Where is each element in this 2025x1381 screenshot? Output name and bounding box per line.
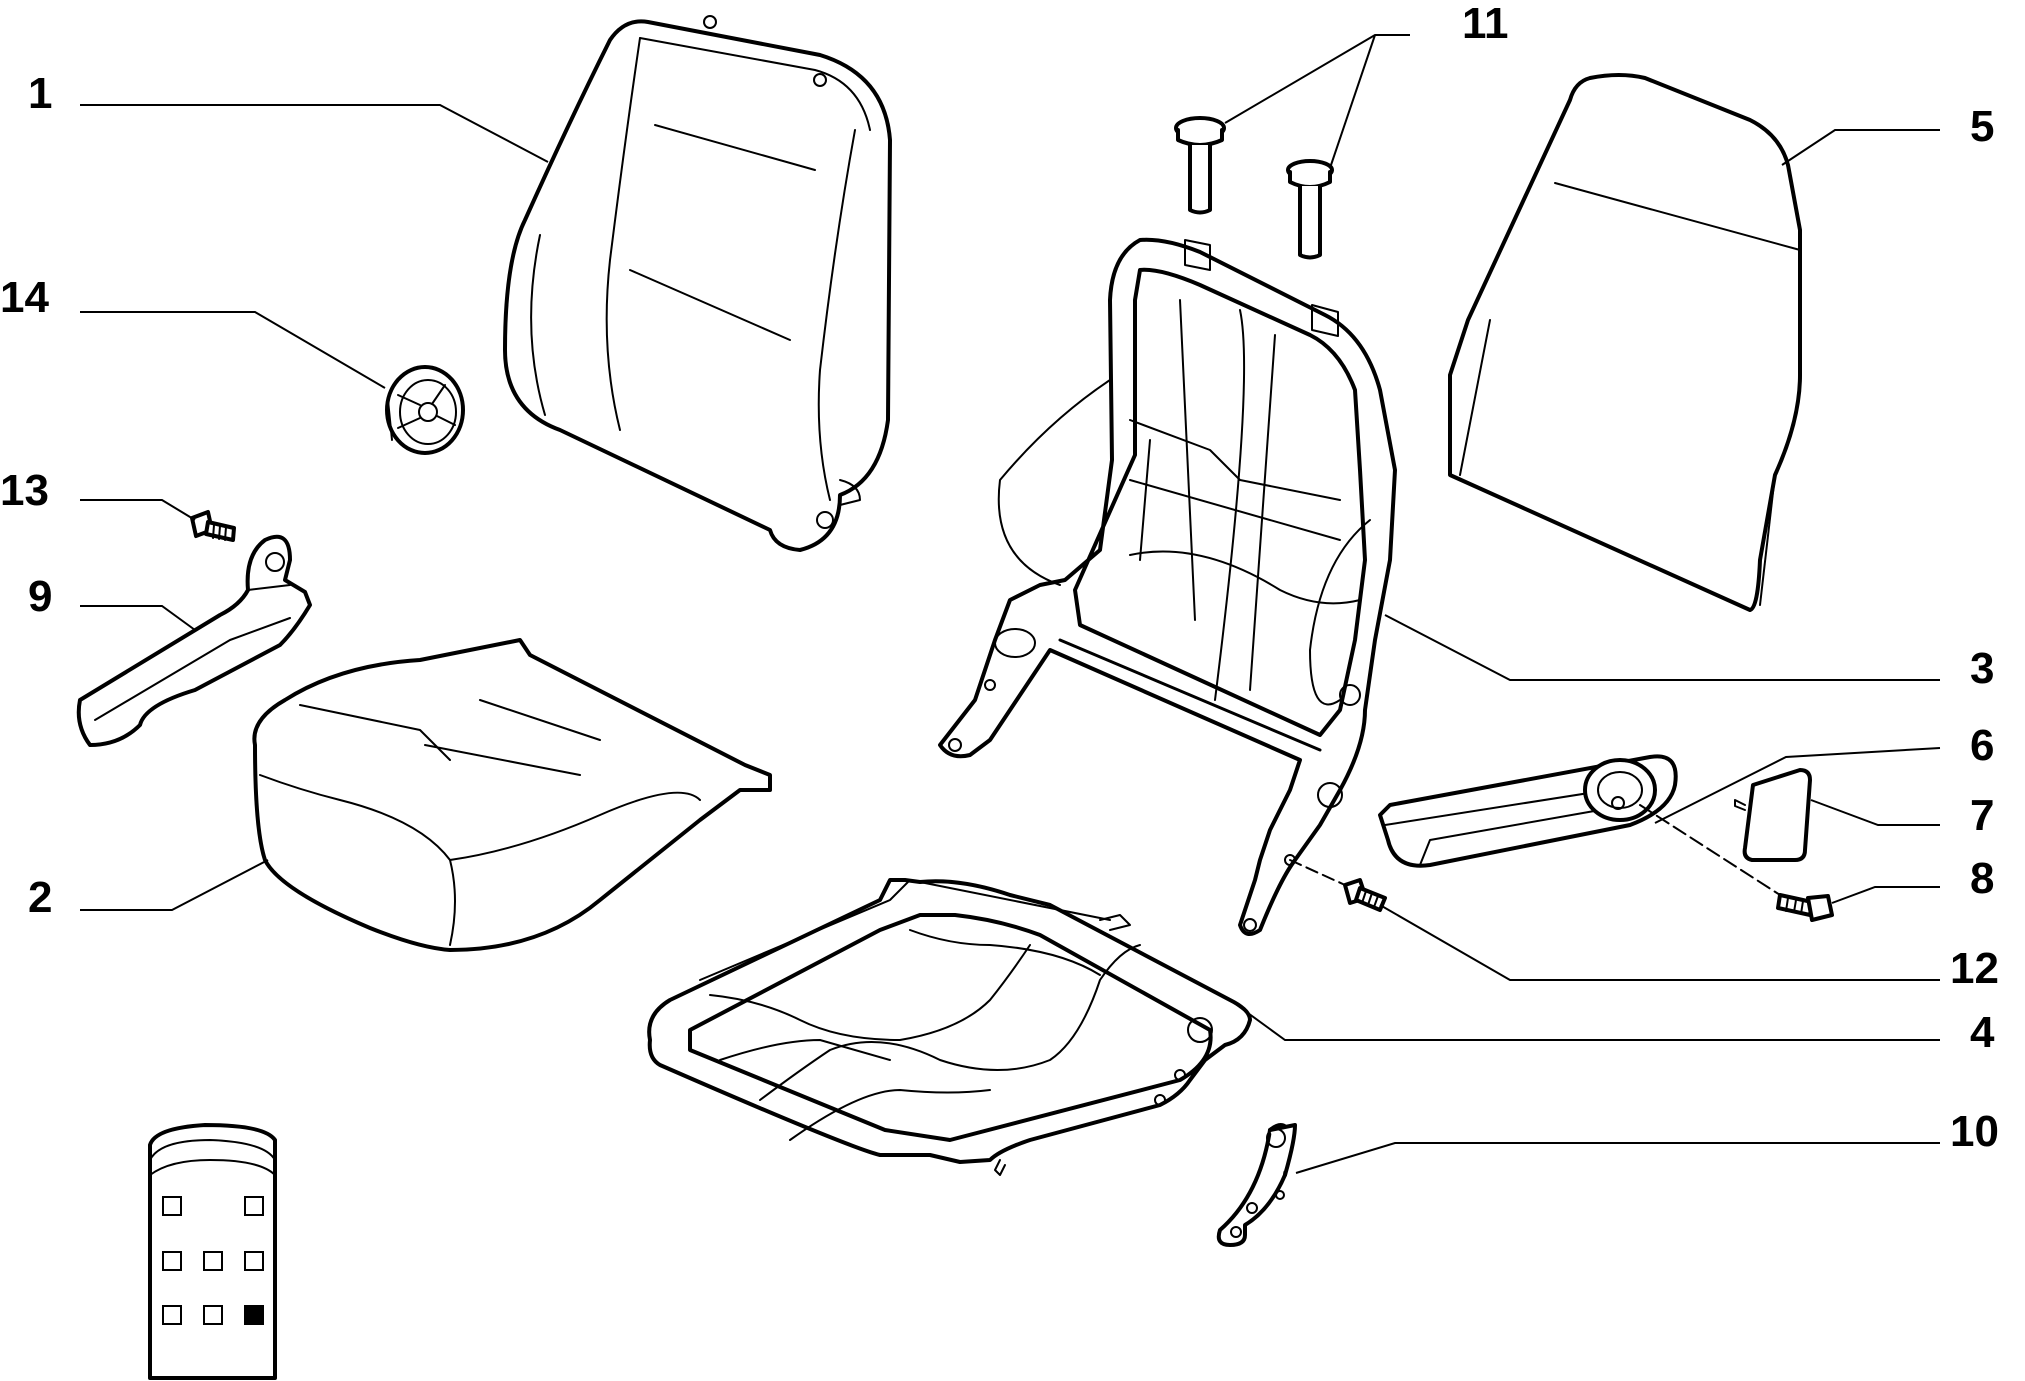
legend-square-1	[162, 1196, 182, 1216]
leader-5	[1781, 129, 1940, 166]
part-1-backrest-cushion	[503, 15, 892, 552]
part-9-side-trim	[76, 534, 312, 747]
legend-square-5	[244, 1251, 264, 1271]
leader-11a	[1224, 34, 1410, 124]
leader-14	[80, 311, 386, 389]
part-3-backrest-frame	[938, 237, 1397, 936]
callout-12: 12	[1950, 944, 1999, 993]
leader-2	[80, 859, 269, 911]
legend-square-3	[162, 1251, 182, 1271]
part-6-armrest	[1378, 754, 1678, 868]
callout-13: 13	[0, 466, 49, 515]
callout-6: 6	[1970, 721, 1994, 770]
part-8-bolt	[1776, 893, 1834, 922]
legend-square-4	[203, 1251, 223, 1271]
leader-11b	[1329, 34, 1376, 169]
leader-9	[80, 605, 196, 631]
leader-7	[1810, 799, 1940, 826]
callout-3: 3	[1970, 644, 1994, 693]
legend-square-8	[244, 1305, 264, 1325]
leader-6	[1654, 747, 1941, 824]
part-5-back-cover	[1448, 73, 1802, 612]
legend-square-6	[162, 1305, 182, 1325]
part-11-headrest-pins	[1174, 116, 1334, 260]
part-12-bolt	[1343, 878, 1387, 912]
seat-position-legend	[148, 1123, 277, 1380]
part-14-knob	[385, 365, 465, 455]
leader-3	[1384, 614, 1940, 681]
leader-4	[1229, 999, 1940, 1041]
callout-10: 10	[1950, 1107, 1999, 1156]
callout-5: 5	[1970, 102, 1994, 151]
leader-13	[80, 499, 196, 521]
callout-8: 8	[1970, 854, 1994, 903]
callout-2: 2	[28, 873, 52, 922]
alignment-line-armrest	[1639, 804, 1781, 896]
part-10-bracket	[1216, 1123, 1297, 1247]
callout-7: 7	[1970, 791, 1994, 840]
part-4-seat-frame	[647, 878, 1252, 1176]
callout-9: 9	[28, 572, 52, 621]
alignment-line-bolt-12	[1289, 859, 1346, 886]
part-2-seat-cushion	[252, 638, 772, 952]
part-7-cap	[1734, 768, 1812, 862]
part-13-bolt	[190, 510, 236, 542]
callout-14: 14	[0, 273, 49, 322]
leader-12	[1379, 904, 1940, 981]
callout-4: 4	[1970, 1008, 1995, 1057]
callout-1: 1	[28, 69, 52, 118]
legend-square-2	[244, 1196, 264, 1216]
callout-labels: 1 14 13 9 2 11 5 3 6 7 8 12 4 10	[0, 0, 1999, 1156]
callout-11: 11	[1462, 0, 1509, 48]
leader-lines	[80, 34, 1941, 1174]
leader-10	[1295, 1142, 1940, 1174]
leader-1	[80, 104, 549, 163]
leader-8	[1831, 886, 1940, 904]
legend-square-7	[203, 1305, 223, 1325]
